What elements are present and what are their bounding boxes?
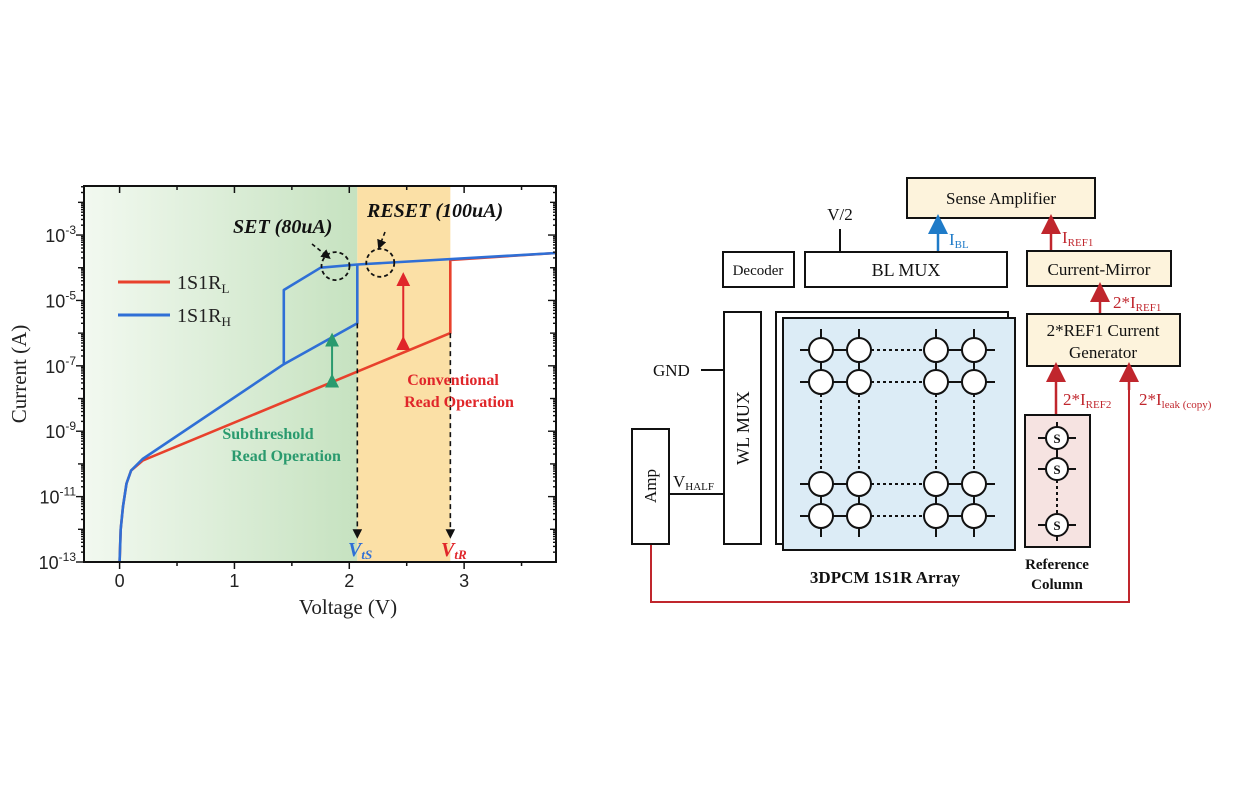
y-tick-label: 10-13	[39, 550, 77, 573]
memory-cell	[923, 337, 949, 363]
memory-cell	[808, 503, 834, 529]
conventional-region	[357, 186, 451, 562]
y-tick-label: 10-7	[45, 354, 76, 377]
legend: 1S1RL 1S1RH	[118, 272, 231, 329]
generator-label-2: Generator	[1069, 343, 1137, 362]
generator-label-1: 2*REF1 Current	[1047, 321, 1160, 340]
sense-amplifier-label: Sense Amplifier	[946, 189, 1056, 208]
array-label: 3DPCM 1S1R Array	[810, 568, 961, 587]
series-line-1s1r-h-branch	[283, 264, 359, 366]
reset-pointer-arrow	[377, 231, 387, 250]
series-line-1s1r-h	[118, 251, 557, 563]
y-tick-label: 10-9	[45, 419, 76, 442]
ibl-label: IBL	[949, 230, 969, 251]
memory-cell	[961, 369, 987, 395]
memory-cell	[961, 471, 987, 497]
y-tick-label: 10-5	[45, 288, 76, 311]
memory-cell	[961, 503, 987, 529]
memory-cell	[923, 503, 949, 529]
vhalf-label: VHALF	[673, 472, 714, 493]
decoder-block: Decoder	[722, 251, 795, 288]
memory-cell	[808, 369, 834, 395]
current-mirror-block: Current-Mirror	[1026, 250, 1172, 287]
memory-cell	[923, 471, 949, 497]
x-axis-title: Voltage (V)	[299, 595, 397, 619]
vts-label: VtS	[348, 539, 372, 562]
current-generator-block: 2*REF1 Current Generator	[1026, 313, 1181, 367]
memory-cell	[808, 471, 834, 497]
x-tick-label: 3	[459, 571, 469, 591]
conventional-label-1: Conventional	[407, 372, 499, 389]
gnd-label: GND	[653, 361, 690, 380]
reference-label-1: Reference	[1025, 557, 1089, 573]
y-tick-label: 10-3	[45, 223, 76, 246]
y-tick-label: 10-11	[40, 485, 77, 508]
set-annotation: SET (80uA)	[233, 216, 332, 238]
memory-cell	[846, 337, 872, 363]
current-mirror-label: Current-Mirror	[1048, 260, 1151, 279]
reference-cell-label: S	[1053, 518, 1060, 533]
memory-cell	[846, 471, 872, 497]
reference-cell	[1045, 513, 1069, 537]
set-marker-circle	[320, 251, 351, 282]
subthreshold-label-1: Subthreshold	[222, 426, 313, 443]
iv-chart: 0 1 2 3 10-13 10-11 10-9 10-7 10-5 10-3 SET (80uA…	[7, 185, 557, 619]
bl-mux-label: BL MUX	[872, 260, 941, 280]
reference-cell	[1045, 457, 1069, 481]
pcm-array: 3DPCM 1S1R Array	[775, 311, 1016, 587]
reference-label-2: Column	[1031, 577, 1083, 593]
plot-frame	[83, 185, 557, 563]
memory-cell	[961, 337, 987, 363]
memory-cell	[846, 503, 872, 529]
reference-cell-label: S	[1053, 462, 1060, 477]
amp-block: Amp	[631, 428, 670, 545]
vtr-label: VtR	[441, 539, 467, 562]
array-cells	[800, 329, 995, 537]
tick-layer: 0 1 2 3 10-13 10-11 10-9 10-7 10-5 10-3	[39, 186, 556, 591]
memory-cell	[846, 369, 872, 395]
conventional-label-2: Read Operation	[404, 394, 514, 411]
legend-label-l: 1S1RL	[177, 272, 229, 296]
memory-cell	[923, 369, 949, 395]
wl-mux-block: WL MUX	[723, 311, 762, 545]
x-tick-label: 1	[229, 571, 239, 591]
legend-label-h: 1S1RH	[177, 305, 231, 329]
subthreshold-label-2: Read Operation	[231, 448, 341, 465]
memory-cell	[808, 337, 834, 363]
x-tick-label: 2	[344, 571, 354, 591]
reference-column: S S S Reference Column	[1024, 414, 1091, 593]
two-iref1-label: 2*IREF1	[1113, 293, 1161, 314]
reset-annotation: RESET (100uA)	[366, 200, 503, 222]
v-half-top-label: V/2	[827, 205, 853, 224]
reference-cell	[1045, 426, 1069, 450]
subthreshold-region	[84, 186, 358, 562]
reference-cell-label: S	[1053, 431, 1060, 446]
bl-mux-block: BL MUX	[804, 251, 1008, 288]
series-layer	[118, 251, 557, 563]
sense-amplifier-block: Sense Amplifier	[906, 177, 1096, 219]
circuit-diagram: Sense Amplifier V/2 IBL Decoder BL MUX I…	[631, 177, 1212, 603]
y-axis-title: Current (A)	[7, 325, 31, 424]
reference-cells: S S S	[1038, 422, 1076, 541]
amp-label: Amp	[641, 469, 660, 503]
x-tick-label: 0	[115, 571, 125, 591]
two-ileak-label: 2*Ileak (copy)	[1139, 390, 1212, 411]
iref1-label: IREF1	[1062, 228, 1093, 249]
decoder-label: Decoder	[733, 263, 784, 279]
wl-mux-label: WL MUX	[733, 391, 753, 465]
set-pointer-arrow	[311, 243, 331, 259]
two-iref2-label: 2*IREF2	[1063, 390, 1111, 411]
leak-feedback-wire	[650, 372, 1130, 603]
annotation-layer	[311, 231, 456, 539]
